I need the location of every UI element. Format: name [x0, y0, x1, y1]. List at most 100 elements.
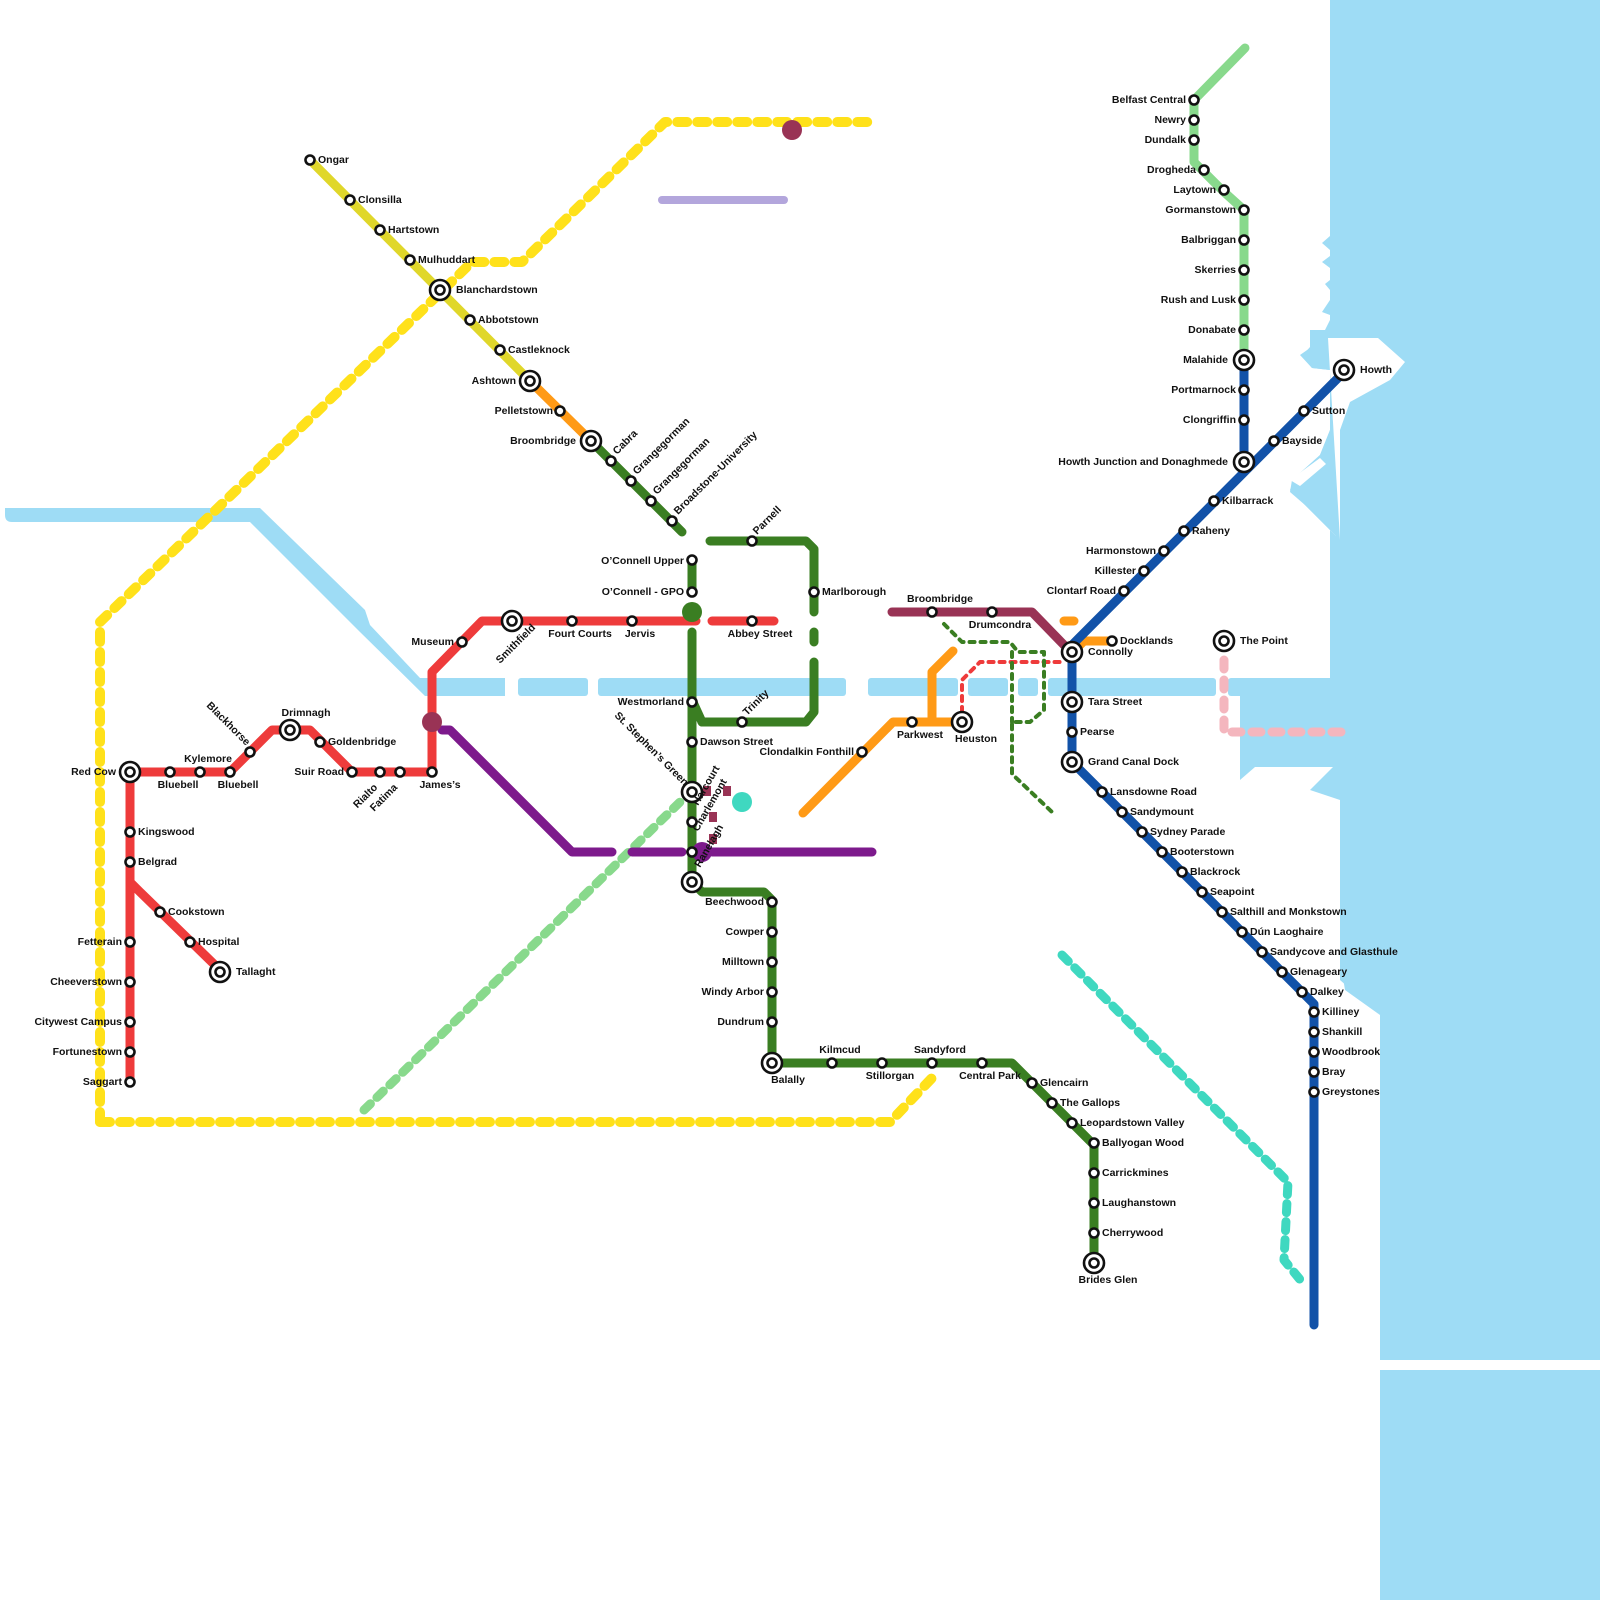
maroon-line[interactable]	[887, 607, 1069, 650]
station-portmarnock[interactable]	[1238, 384, 1250, 396]
station-stillorgan[interactable]	[876, 1057, 888, 1069]
station-smithfield[interactable]	[500, 609, 524, 633]
station-heuston[interactable]	[950, 710, 974, 734]
station-balally[interactable]	[760, 1051, 784, 1075]
station-connolly[interactable]	[1060, 640, 1084, 664]
station-fatima[interactable]	[394, 766, 406, 778]
station-tallaght[interactable]	[208, 960, 232, 984]
station-killester[interactable]	[1138, 565, 1150, 577]
station-pelletstown[interactable]	[554, 405, 566, 417]
station-museum[interactable]	[456, 636, 468, 648]
red-line-tallaght[interactable]	[125, 877, 225, 975]
station-grangegorman2[interactable]	[645, 495, 657, 507]
station-cookstown[interactable]	[154, 906, 166, 918]
station-balbriggan[interactable]	[1238, 234, 1250, 246]
station-drimnagh[interactable]	[278, 718, 302, 742]
station-cherrywood[interactable]	[1088, 1227, 1100, 1239]
station-rialto[interactable]	[374, 766, 386, 778]
station-leopardstown-valley[interactable]	[1066, 1117, 1078, 1129]
station-abbotstown[interactable]	[464, 314, 476, 326]
station-dawson-street[interactable]	[686, 736, 698, 748]
green-dotted-line[interactable]	[942, 622, 1054, 814]
station-woodbrook[interactable]	[1308, 1046, 1320, 1058]
station-broadstone[interactable]	[666, 515, 678, 527]
station-ranelagh[interactable]	[680, 870, 704, 894]
station-grand-canal-dock[interactable]	[1060, 750, 1084, 774]
station-westmorland[interactable]	[686, 696, 698, 708]
station-four-courts[interactable]	[566, 615, 578, 627]
station-fortunestown[interactable]	[124, 1046, 136, 1058]
station-gormanstown[interactable]	[1238, 204, 1250, 216]
station-donabate[interactable]	[1238, 324, 1250, 336]
pink-dotted-line[interactable]	[1219, 655, 1355, 737]
station-trinity[interactable]	[736, 716, 748, 728]
green-line-north[interactable]	[586, 436, 687, 537]
station-kylemore[interactable]	[194, 766, 206, 778]
station-mulhuddart[interactable]	[404, 254, 416, 266]
station-laytown[interactable]	[1218, 184, 1230, 196]
station-broombridge-e[interactable]	[926, 606, 938, 618]
station-blackrock[interactable]	[1176, 866, 1188, 878]
station-jamess[interactable]	[426, 766, 438, 778]
station-docklands[interactable]	[1106, 635, 1118, 647]
station-parkwest[interactable]	[906, 716, 918, 728]
red-line-main[interactable]	[125, 616, 701, 1087]
station-howth[interactable]	[1332, 358, 1356, 382]
station-ashtown[interactable]	[518, 369, 542, 393]
station-marlborough[interactable]	[808, 586, 820, 598]
station-booterstown[interactable]	[1156, 846, 1168, 858]
station-kilmcud[interactable]	[826, 1057, 838, 1069]
yellow-orbital-south[interactable]	[95, 1073, 937, 1127]
station-bayside[interactable]	[1268, 435, 1280, 447]
station-citywest[interactable]	[124, 1016, 136, 1028]
station-kingswood[interactable]	[124, 826, 136, 838]
station-beechwood[interactable]	[766, 896, 778, 908]
station-st-stephens-green[interactable]	[680, 780, 704, 804]
station-grangegorman1[interactable]	[625, 475, 637, 487]
station-ongar[interactable]	[304, 154, 316, 166]
station-malahide[interactable]	[1232, 348, 1256, 372]
station-bluebell1[interactable]	[164, 766, 176, 778]
station-parnell[interactable]	[746, 535, 758, 547]
station-skerries[interactable]	[1238, 264, 1250, 276]
station-greystones[interactable]	[1308, 1086, 1320, 1098]
station-bray[interactable]	[1308, 1066, 1320, 1078]
station-newry[interactable]	[1188, 114, 1200, 126]
station-ballyogan-wood[interactable]	[1088, 1137, 1100, 1149]
station-sandycove[interactable]	[1256, 946, 1268, 958]
orange-line-kildare[interactable]	[798, 646, 967, 818]
station-the-point[interactable]	[1212, 629, 1236, 653]
station-rush-lusk[interactable]	[1238, 294, 1250, 306]
station-red-cow[interactable]	[118, 760, 142, 784]
station-harcourt[interactable]	[686, 816, 698, 828]
station-oconnell-upper[interactable]	[686, 554, 698, 566]
station-kilbarrack[interactable]	[1208, 495, 1220, 507]
station-shankill[interactable]	[1308, 1026, 1320, 1038]
station-the-gallops[interactable]	[1046, 1097, 1058, 1109]
green-line-loop[interactable]	[697, 536, 819, 727]
station-seapoint[interactable]	[1196, 886, 1208, 898]
station-clonsilla[interactable]	[344, 194, 356, 206]
station-clontarf-road[interactable]	[1118, 585, 1130, 597]
station-drumcondra[interactable]	[986, 606, 998, 618]
station-sutton[interactable]	[1298, 405, 1310, 417]
station-dundrum[interactable]	[766, 1016, 778, 1028]
light-green-dotted-line[interactable]	[359, 797, 685, 1115]
station-pearse[interactable]	[1066, 726, 1078, 738]
station-hartstown[interactable]	[374, 224, 386, 236]
station-dun-laoghaire[interactable]	[1236, 926, 1248, 938]
station-cowper[interactable]	[766, 926, 778, 938]
station-fetterain[interactable]	[124, 936, 136, 948]
yellow-orbital-line[interactable]	[95, 117, 875, 1127]
station-saggart[interactable]	[124, 1076, 136, 1088]
station-clondalkin[interactable]	[856, 746, 868, 758]
station-sandyford[interactable]	[926, 1057, 938, 1069]
station-belgrad[interactable]	[124, 856, 136, 868]
station-killiney[interactable]	[1308, 1006, 1320, 1018]
station-cheeverstown[interactable]	[124, 976, 136, 988]
station-tara-street[interactable]	[1060, 690, 1084, 714]
station-clongriffin[interactable]	[1238, 414, 1250, 426]
station-sydney-parade[interactable]	[1136, 826, 1148, 838]
teal-dotted-line[interactable]	[1057, 950, 1307, 1287]
